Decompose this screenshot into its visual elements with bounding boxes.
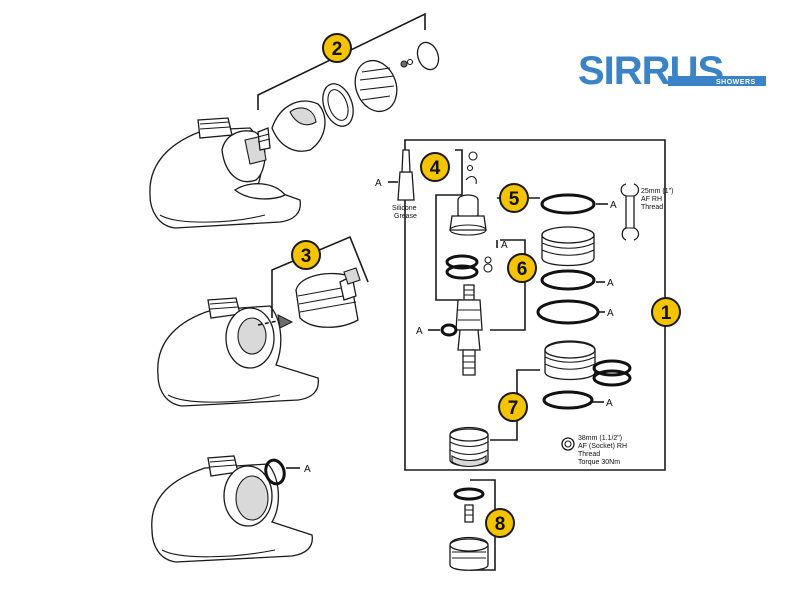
callout-badge-label: 1 xyxy=(661,303,672,324)
seal-marker-grease: A xyxy=(375,178,382,189)
callout-badge-circle xyxy=(507,253,537,283)
callout-badge-5: 5 xyxy=(499,183,529,213)
callout-badge-8: 8 xyxy=(485,508,515,538)
seal-marker-housing-2: A xyxy=(607,278,614,289)
group-6-left-bracket xyxy=(435,194,462,301)
callout-badge-circle xyxy=(499,183,529,213)
callout-badge-label: 2 xyxy=(332,39,343,60)
spanner-label-1: 25mm (1") xyxy=(641,188,673,195)
tap-body-bottom: A xyxy=(151,455,313,563)
callout-badge-2: 2 xyxy=(322,33,352,63)
spindle-assembly: A xyxy=(416,194,493,376)
spanner-label-2: AF RH xyxy=(641,196,662,203)
callout-badge-7: 7 xyxy=(498,392,528,422)
seal-marker-tap: A xyxy=(304,464,311,475)
socket-label-3: Thread xyxy=(578,451,600,458)
callout-badge-label: 3 xyxy=(301,246,312,267)
sirrus-logo: SIRRUS SHOWERS xyxy=(578,49,766,93)
tap-body-middle xyxy=(157,297,319,407)
callout-badge-circle xyxy=(485,508,515,538)
socket-label-2: AF (Socket) RH xyxy=(578,443,627,450)
logo-brand: SIRRUS xyxy=(578,49,723,93)
callout-badge-circle xyxy=(420,152,450,182)
group-6-right-bracket xyxy=(490,239,526,331)
callout-badge-label: 7 xyxy=(508,398,519,419)
callout-badge-label: 8 xyxy=(495,514,506,535)
seal-marker-housing-1: A xyxy=(610,200,617,211)
seal-marker-spindle: A xyxy=(416,326,423,337)
callout-badge-circle xyxy=(322,33,352,63)
seal-marker-group-6: A xyxy=(501,240,508,251)
callout-badge-label: 4 xyxy=(430,158,441,179)
callout-badges: 1 2 3 4 5 6 7 8 xyxy=(291,33,681,538)
logo-sub-band xyxy=(668,76,766,86)
cartridge-group-3 xyxy=(295,267,361,328)
callout-badge-circle xyxy=(291,240,321,270)
callout-badge-label: 6 xyxy=(517,259,528,280)
logo-sub: SHOWERS xyxy=(716,79,756,86)
silicone-grease: A Silicone Grease xyxy=(375,149,417,220)
socket-label-4: Torque 30Nm xyxy=(578,459,620,466)
group-6-seal-marker: A xyxy=(496,240,508,251)
nozzle-group-8 xyxy=(449,487,489,571)
callout-badge-6: 6 xyxy=(507,253,537,283)
callout-badge-4: 4 xyxy=(420,152,450,182)
tap-body-top xyxy=(149,117,301,229)
grease-label-2: Grease xyxy=(394,213,417,220)
small-parts-group-4 xyxy=(455,149,478,196)
valve-body-group-7: A xyxy=(449,340,632,468)
handle-parts-group-2 xyxy=(271,41,440,152)
callout-badge-3: 3 xyxy=(291,240,321,270)
seal-marker-valve: A xyxy=(606,398,613,409)
callout-badge-label: 5 xyxy=(509,189,520,210)
callout-badge-circle xyxy=(498,392,528,422)
spanner-label-3: Thread xyxy=(641,204,663,211)
grease-label-1: Silicone xyxy=(392,205,417,212)
socket-note: 38mm (1.1/2") AF (Socket) RH Thread Torq… xyxy=(561,435,627,466)
seal-marker-housing-3: A xyxy=(607,308,614,319)
callout-badge-1: 1 xyxy=(651,297,681,327)
group-1-frame xyxy=(404,139,666,471)
callout-badge-circle xyxy=(651,297,681,327)
socket-label-1: 38mm (1.1/2") xyxy=(578,435,622,442)
spanner-note: 25mm (1") AF RH Thread xyxy=(620,183,673,241)
